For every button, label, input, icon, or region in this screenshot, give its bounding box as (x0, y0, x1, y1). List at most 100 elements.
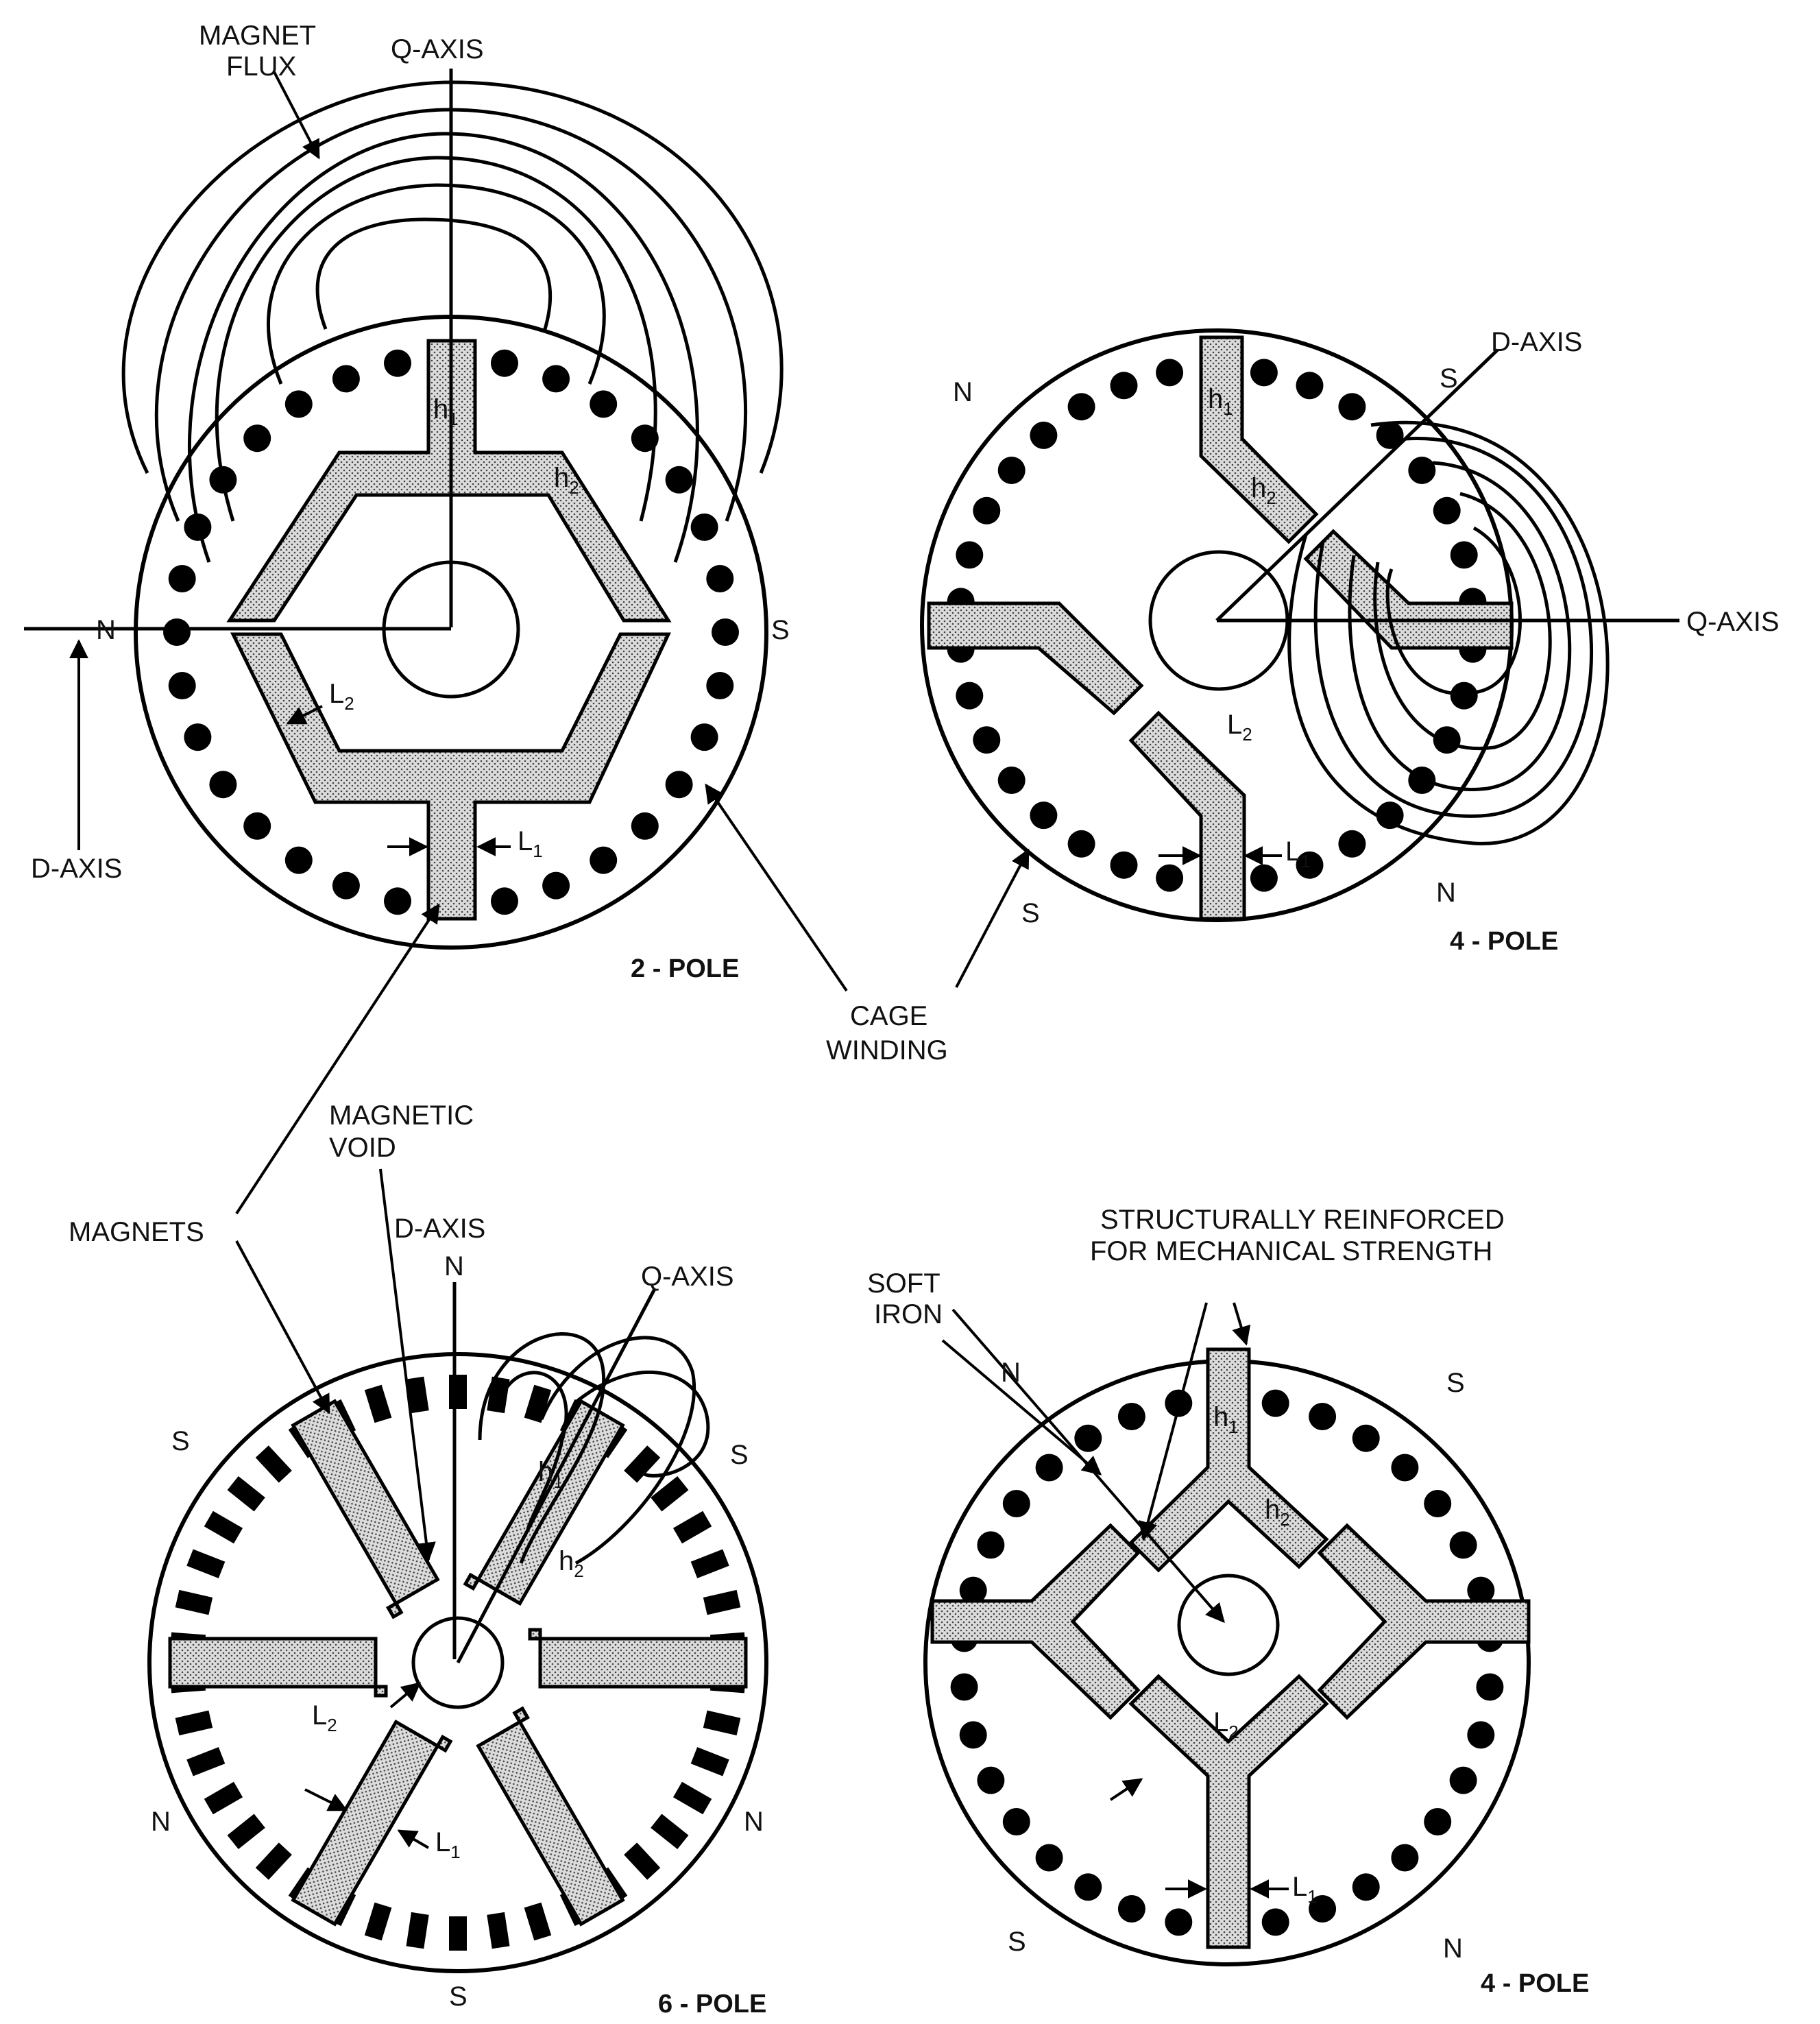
north-pole-label-bottom: N (1436, 878, 1456, 908)
l1-label: L1 (435, 1827, 461, 1862)
cage-bar (703, 1589, 741, 1615)
rotor-6-pole: MAGNETIC VOID MAGNETS D-AXIS N Q-AXIS S … (69, 903, 768, 2019)
l2-dim-arrow (286, 705, 323, 725)
north-pole-label-top: N (1001, 1358, 1021, 1388)
h1-label: h1 (433, 394, 459, 429)
magnet-flux-label-1: MAGNET (199, 21, 316, 51)
cage-bar (1074, 1424, 1102, 1452)
cage-bar (1002, 1490, 1030, 1517)
q-axis-label: Q-AXIS (1686, 607, 1780, 637)
cage-bar (1156, 359, 1184, 387)
cage-bar (1449, 1766, 1477, 1794)
soft-iron-leader-a (941, 1339, 1102, 1475)
cage-bar (1424, 1808, 1452, 1835)
magnet-spoke (291, 1720, 453, 1927)
magnetic-void-label-2: VOID (329, 1133, 396, 1163)
reinforced-leader-b (1232, 1302, 1251, 1346)
cage-bar (284, 390, 313, 418)
q-axis-label: Q-AXIS (391, 34, 484, 64)
cage-bar (1067, 393, 1095, 421)
south-pole-label-bottom: S (1008, 1927, 1026, 1957)
cage-bar (624, 1842, 661, 1880)
cage-bar (163, 618, 191, 646)
cage-bar (1376, 802, 1404, 830)
cage-bar (959, 1721, 987, 1749)
soft-iron-label-1: SOFT (867, 1268, 941, 1299)
cage-bar (1165, 1908, 1193, 1936)
l2-label: L2 (1213, 1707, 1239, 1742)
soft-iron-label-2: IRON (874, 1299, 943, 1329)
cage-bar (542, 365, 570, 393)
cage-bar (956, 682, 984, 710)
cage-bar (977, 1766, 1005, 1794)
magnet-upper-stem (226, 339, 672, 623)
cage-bar (524, 1902, 552, 1941)
h2-label: h2 (559, 1546, 584, 1581)
cage-bar (1309, 1895, 1337, 1923)
cage-bar (406, 1376, 429, 1414)
magnetic-void-leader (379, 1168, 436, 1562)
cage-bar (1408, 457, 1436, 484)
south-pole-label-right: S (730, 1440, 749, 1470)
cage-bar (706, 565, 734, 592)
rotor-2-pole: MAGNET FLUX Q-AXIS N S D-AXIS h1 h2 L2 L… (24, 21, 790, 983)
magnet-spoke (476, 1706, 625, 1927)
magnet-bottom (1128, 1674, 1329, 1949)
l1-dim-right (397, 1829, 430, 1849)
north-pole-label-left: N (151, 1807, 171, 1837)
cage-bar (1002, 1808, 1030, 1835)
d-axis-label: D-AXIS (1491, 327, 1582, 357)
cage-bar (665, 466, 693, 494)
cage-bar (1250, 864, 1278, 892)
reinforced-label-1: STRUCTURALLY REINFORCED (1100, 1205, 1505, 1235)
cage-bar (651, 1475, 689, 1512)
cage-bar (1074, 1873, 1102, 1901)
cage-bar (1476, 1673, 1504, 1701)
cage-bar (384, 887, 411, 915)
cage-winding-label-2: WINDING (826, 1035, 948, 1065)
cage-bar (950, 1673, 978, 1701)
cage-bar (973, 496, 1001, 525)
q-axis-line (456, 1288, 657, 1664)
h2-label: h2 (554, 463, 579, 498)
cage-bar (332, 871, 360, 900)
cage-bar (672, 1510, 712, 1544)
cage-bar (364, 1384, 392, 1423)
d-axis-label: D-AXIS (31, 854, 122, 884)
cage-winding-leader-left (705, 783, 848, 992)
magnet-spoke (168, 1637, 388, 1698)
cage-bar (956, 541, 984, 569)
cage-winding-leader-right (955, 848, 1030, 988)
cage-bar (1424, 1490, 1452, 1517)
cage-bar (1352, 1873, 1380, 1901)
q-axis-label: Q-AXIS (641, 1262, 734, 1292)
cage-bar (651, 1814, 689, 1850)
l1-dim-left (304, 1788, 348, 1811)
l2-label: L2 (312, 1700, 337, 1735)
h2-label: h2 (1265, 1495, 1290, 1530)
cage-bar (175, 1589, 213, 1615)
cage-bar (624, 1445, 661, 1483)
cage-bar (1117, 1403, 1145, 1430)
cage-bar (1433, 496, 1461, 525)
magnet-left (927, 601, 1144, 716)
cage-bar (168, 565, 196, 592)
cage-bar (186, 1747, 226, 1776)
magnets-label: MAGNETS (69, 1217, 204, 1247)
magnet-top (1128, 1347, 1329, 1573)
cage-bar (712, 618, 739, 646)
cage-bar (449, 1916, 467, 1951)
cage-bar (706, 672, 734, 699)
cage-bar (1338, 393, 1366, 421)
cage-bar (973, 726, 1001, 754)
magnet-spoke (528, 1628, 748, 1689)
cage-bar (1467, 1576, 1495, 1604)
cage-bar (1433, 726, 1461, 754)
h1-label: h1 (538, 1457, 563, 1492)
magnet-flux-label-2: FLUX (226, 51, 296, 82)
cage-bar (384, 349, 411, 377)
cage-bar (959, 1576, 987, 1604)
cage-bar (227, 1475, 265, 1512)
rotor-4-pole-upper: D-AXIS Q-AXIS N S S N h1 h2 L2 L1 4 - PO… (920, 327, 1780, 988)
north-pole-label-top: N (444, 1251, 464, 1281)
